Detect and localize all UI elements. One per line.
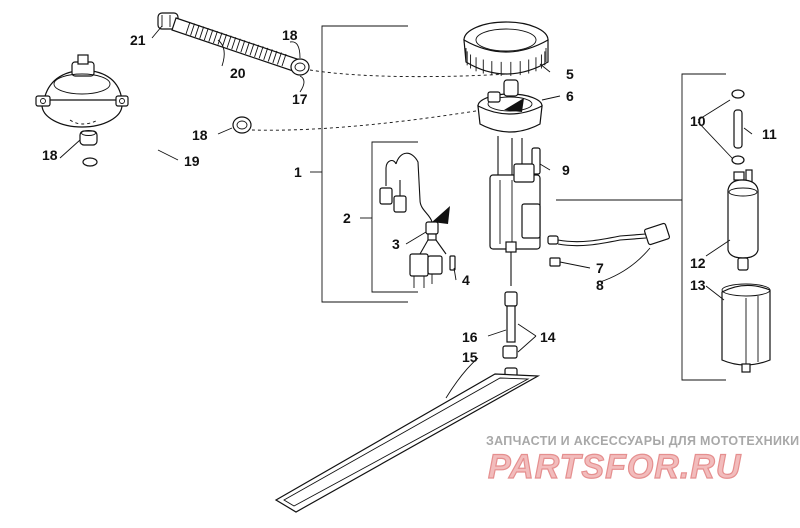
label-16: 16 <box>462 329 478 345</box>
hose-rib <box>208 29 214 42</box>
arrow-marker-harness <box>432 206 450 224</box>
hose-rib <box>190 23 195 36</box>
watermark-tagline: ЗАПЧАСТИ И АКСЕССУАРЫ ДЛЯ МОТОТЕХНИКИ <box>486 434 799 448</box>
part-18-clamp-left <box>79 130 98 146</box>
part-19-fuel-hose <box>82 92 245 203</box>
part-18-clamp-middle <box>232 116 252 134</box>
label-5: 5 <box>566 66 574 82</box>
hose-rib <box>222 34 227 47</box>
part-13-pump-sleeve <box>721 283 771 373</box>
part-16-pickup-tube <box>504 291 518 343</box>
label-18-left: 18 <box>42 147 58 163</box>
hose-rib <box>199 26 205 39</box>
label-19: 19 <box>184 153 200 169</box>
label-8: 8 <box>596 277 604 293</box>
label-12: 12 <box>690 255 706 271</box>
label-14: 14 <box>540 329 556 345</box>
part-9-pump-body <box>489 136 541 286</box>
hose-rib <box>254 44 259 57</box>
label-13: 13 <box>690 277 706 293</box>
part-7-nut <box>549 257 561 267</box>
part-6-pump-flange <box>477 79 543 133</box>
bracket-inset <box>556 73 726 381</box>
part-5-lock-ring <box>463 21 549 76</box>
hose-rib <box>263 47 269 61</box>
hose-rib <box>213 31 218 44</box>
part-12-fuel-pump <box>727 169 759 271</box>
hose-rib <box>277 52 282 65</box>
label-21: 21 <box>130 32 146 48</box>
hose-rib <box>245 41 250 54</box>
hose-rib <box>240 40 246 53</box>
part-20-corrugated-hose <box>171 17 301 73</box>
label-10: 10 <box>690 113 706 129</box>
hose-rib <box>258 46 264 59</box>
hose-rib <box>231 37 237 50</box>
hose-rib <box>272 50 278 64</box>
arrow-marker-flange <box>504 98 524 112</box>
watermark-brand: PARTSFOR.RU <box>488 448 742 486</box>
hose-rib <box>194 24 200 38</box>
label-1: 1 <box>294 164 302 180</box>
part-11-hose <box>733 109 743 149</box>
part-8-sender-wire <box>547 222 671 247</box>
hose-rib <box>217 32 223 45</box>
hose-rib <box>267 49 273 62</box>
hose-rib <box>203 27 209 41</box>
label-15: 15 <box>462 349 478 365</box>
bracket-part-1 <box>310 25 408 303</box>
hose-rib <box>185 21 191 35</box>
label-4: 4 <box>462 272 470 288</box>
label-6: 6 <box>566 88 574 104</box>
label-11: 11 <box>762 126 777 142</box>
label-18-middle: 18 <box>192 127 208 143</box>
routing-line-upper <box>309 69 509 78</box>
label-20: 20 <box>230 65 246 81</box>
part-15-strap <box>274 373 541 513</box>
leader-lines <box>59 25 753 399</box>
hose-rib <box>235 38 241 51</box>
label-7: 7 <box>596 260 604 276</box>
label-9: 9 <box>562 162 570 178</box>
bracket-part-2 <box>360 141 418 293</box>
part-2-wiring-harness <box>379 152 450 241</box>
routing-line-lower <box>251 107 496 131</box>
label-18-top: 18 <box>282 27 298 43</box>
part-3-connector <box>409 239 447 288</box>
part-10-clamps <box>731 89 745 165</box>
part-4-terminal <box>449 255 456 271</box>
hose-rib <box>281 53 287 67</box>
hose-rib <box>249 43 255 56</box>
label-3: 3 <box>392 236 400 252</box>
label-17: 17 <box>292 91 308 107</box>
part-17-clamp <box>290 58 310 76</box>
fuel-valve-assembly <box>35 54 129 128</box>
hose-rib <box>226 35 232 48</box>
label-2: 2 <box>343 210 351 226</box>
